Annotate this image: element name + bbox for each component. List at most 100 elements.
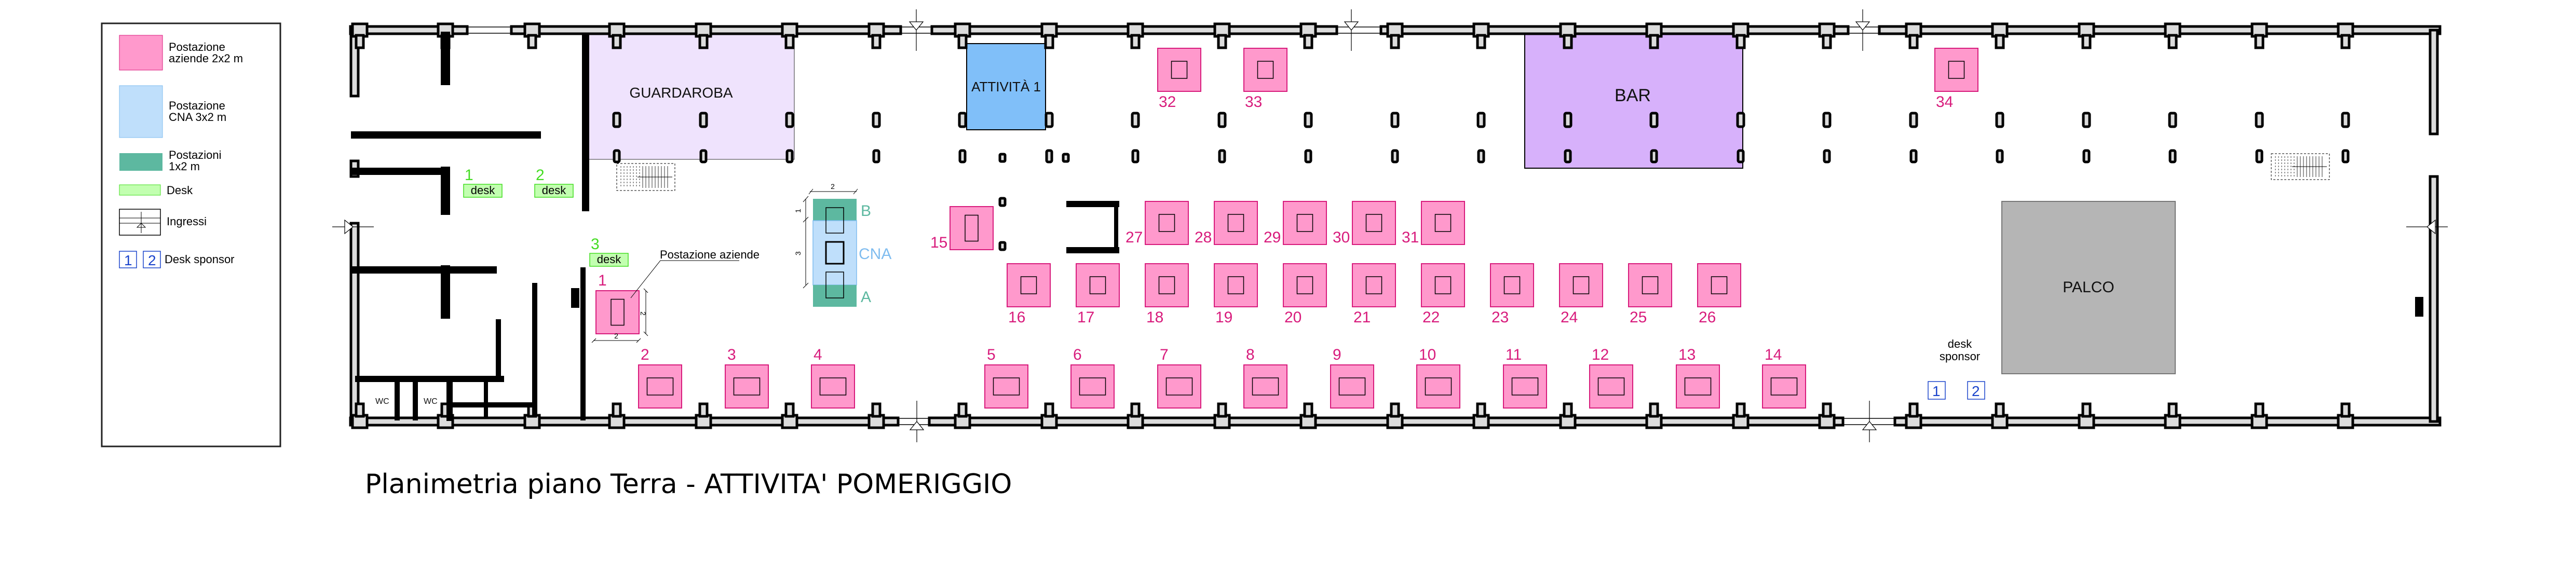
legend-swatch-small-station [119, 153, 162, 171]
stand-33[interactable]: 33 [1243, 48, 1287, 111]
stand-27[interactable]: 27 [1126, 201, 1189, 246]
stand-18[interactable]: 18 [1145, 263, 1189, 326]
stand-10[interactable]: 10 [1416, 346, 1460, 409]
stand-32[interactable]: 32 [1157, 48, 1201, 111]
wall-pilaster-stem [2081, 402, 2092, 418]
entrance-top-2[interactable] [1344, 9, 1359, 51]
stand-29[interactable]: 29 [1264, 201, 1327, 246]
stand-area[interactable] [1145, 263, 1189, 307]
entrance-left[interactable] [332, 219, 374, 235]
stand-24[interactable]: 24 [1559, 263, 1603, 326]
stand-area[interactable] [638, 364, 682, 409]
entrance-top-1[interactable] [909, 9, 924, 51]
stand-13[interactable]: 13 [1676, 346, 1720, 409]
stand-number: 5 [987, 346, 996, 363]
stand-area[interactable] [1145, 201, 1189, 245]
station-a[interactable] [813, 285, 857, 307]
stand-area[interactable] [1676, 364, 1720, 409]
stand-area[interactable] [1283, 201, 1327, 245]
stand-area[interactable] [950, 206, 994, 250]
stand-15[interactable]: 15 [930, 206, 994, 251]
stand-9[interactable]: 9 [1330, 346, 1374, 409]
stand-area[interactable] [1416, 364, 1460, 409]
stand-area[interactable] [1214, 263, 1258, 307]
stand-23[interactable]: 23 [1490, 263, 1534, 326]
stand-area[interactable] [1352, 263, 1396, 307]
desk-area[interactable] [463, 184, 503, 198]
stand-4[interactable]: 4 [811, 346, 855, 409]
stand-area[interactable] [1157, 364, 1201, 409]
stand-area[interactable] [1628, 263, 1672, 307]
stand-20[interactable]: 20 [1283, 263, 1327, 326]
stand-area[interactable] [1157, 48, 1201, 92]
stand-7[interactable]: 7 [1157, 346, 1201, 409]
stand-30[interactable]: 30 [1333, 201, 1396, 246]
cna-block[interactable]: 2 1 3 B CNA A [794, 182, 891, 307]
attivita-area[interactable] [966, 43, 1046, 130]
stand-25[interactable]: 25 [1628, 263, 1672, 326]
stand-14[interactable]: 14 [1762, 346, 1806, 409]
stand-area[interactable] [1934, 48, 1978, 92]
stand-area[interactable] [1076, 263, 1120, 307]
stand-area[interactable] [1352, 201, 1396, 245]
stand-6[interactable]: 6 [1070, 346, 1115, 409]
stand-21[interactable]: 21 [1352, 263, 1396, 326]
stand-area[interactable] [1070, 364, 1115, 409]
stand-area[interactable] [1007, 263, 1051, 307]
desk-area[interactable] [534, 184, 574, 198]
entrance-bottom-1[interactable] [909, 401, 925, 442]
stand-area[interactable] [811, 364, 855, 409]
entrance-bottom-2[interactable] [1862, 401, 1877, 442]
station-b[interactable] [813, 199, 857, 221]
stand-2[interactable]: 2 [638, 346, 682, 409]
stand-17[interactable]: 17 [1076, 263, 1120, 326]
stand-31[interactable]: 31 [1402, 201, 1465, 246]
stand-area[interactable] [1214, 201, 1258, 245]
stand-22[interactable]: 22 [1421, 263, 1465, 326]
stand-area[interactable] [725, 364, 769, 409]
stand-12[interactable]: 12 [1589, 346, 1633, 409]
stand-area[interactable] [1490, 263, 1534, 307]
entrance-right[interactable] [2406, 219, 2448, 235]
stand-area[interactable] [595, 290, 640, 334]
stand-area[interactable] [1421, 201, 1465, 245]
wall-pilaster-stem [2254, 34, 2265, 49]
stand-19[interactable]: 19 [1214, 263, 1258, 326]
sponsor-desk-1[interactable] [1928, 381, 1946, 400]
stand-area[interactable] [1243, 364, 1287, 409]
stand-16[interactable]: 16 [1007, 263, 1051, 326]
legend-label-small-1: Postazioni [169, 148, 222, 161]
cna-dim-width-label: 2 [831, 182, 835, 191]
stand-3[interactable]: 3 [725, 346, 769, 409]
stand-28[interactable]: 28 [1195, 201, 1258, 246]
stand-area[interactable] [1421, 263, 1465, 307]
stand-26[interactable]: 26 [1697, 263, 1741, 326]
stand-area[interactable] [1330, 364, 1374, 409]
sponsor-desk-2[interactable] [1967, 381, 1985, 400]
bar-area[interactable] [1524, 26, 1743, 169]
stand-8[interactable]: 8 [1243, 346, 1287, 409]
desk-area[interactable] [589, 253, 629, 267]
stand-11[interactable]: 11 [1503, 346, 1547, 409]
stand-number: 13 [1678, 346, 1696, 363]
stand-area[interactable] [1589, 364, 1633, 409]
stand-area[interactable] [1697, 263, 1741, 307]
stand-area[interactable] [1503, 364, 1547, 409]
column [1217, 112, 1227, 128]
stand-34[interactable]: 34 [1934, 48, 1978, 111]
interior-walls [351, 32, 2423, 421]
stand-area[interactable] [984, 364, 1028, 409]
entrance-top-3[interactable] [1855, 9, 1870, 51]
stand-1[interactable]: 1 [595, 272, 640, 334]
stand-area[interactable] [1559, 263, 1603, 307]
stand-5[interactable]: 5 [984, 346, 1028, 409]
legend-label-small-2: 1x2 m [169, 160, 200, 173]
stand-area[interactable] [1243, 48, 1287, 92]
palco-area[interactable] [2001, 201, 2176, 374]
stand-area[interactable] [1283, 263, 1327, 307]
stand-area[interactable] [1762, 364, 1806, 409]
cna-station[interactable] [812, 220, 857, 286]
